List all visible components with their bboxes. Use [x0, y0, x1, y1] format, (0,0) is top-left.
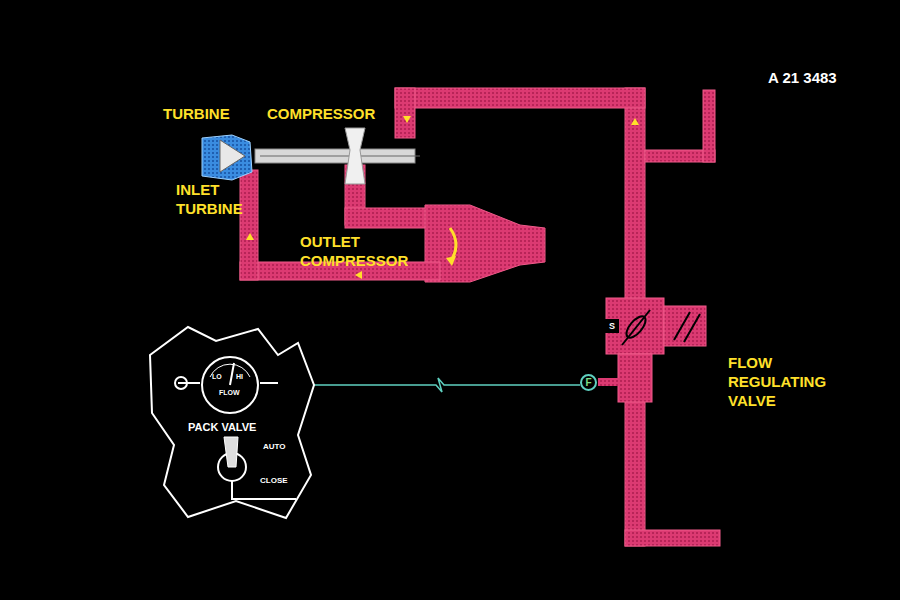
- part-label: INLET TURBINE: [176, 180, 238, 218]
- part-label: TURBINE: [163, 104, 243, 123]
- gauge-outline: [200, 355, 260, 415]
- figure-number: A 21 3483: [768, 68, 868, 87]
- node-text: FLOW: [219, 389, 240, 396]
- node-text: HI: [236, 373, 243, 380]
- part-label: OUTLET COMPRESSOR: [300, 232, 410, 270]
- control-panel: PACK VALVE AUTO CLOSE LO HI FLOW: [148, 325, 316, 520]
- node-text: F: [585, 378, 591, 388]
- node-text: LO: [212, 373, 222, 380]
- part-label: S: [606, 320, 618, 332]
- part-label: COMPRESSOR: [267, 104, 387, 123]
- part-label: FLOW REGULATING VALVE: [728, 353, 823, 410]
- node-text: PACK VALVE: [188, 422, 256, 433]
- flow-gauge: LO HI FLOW: [200, 355, 260, 415]
- node-text: CLOSE: [260, 477, 288, 485]
- flow-sensor: F: [580, 374, 597, 391]
- node-text: AUTO: [263, 443, 286, 451]
